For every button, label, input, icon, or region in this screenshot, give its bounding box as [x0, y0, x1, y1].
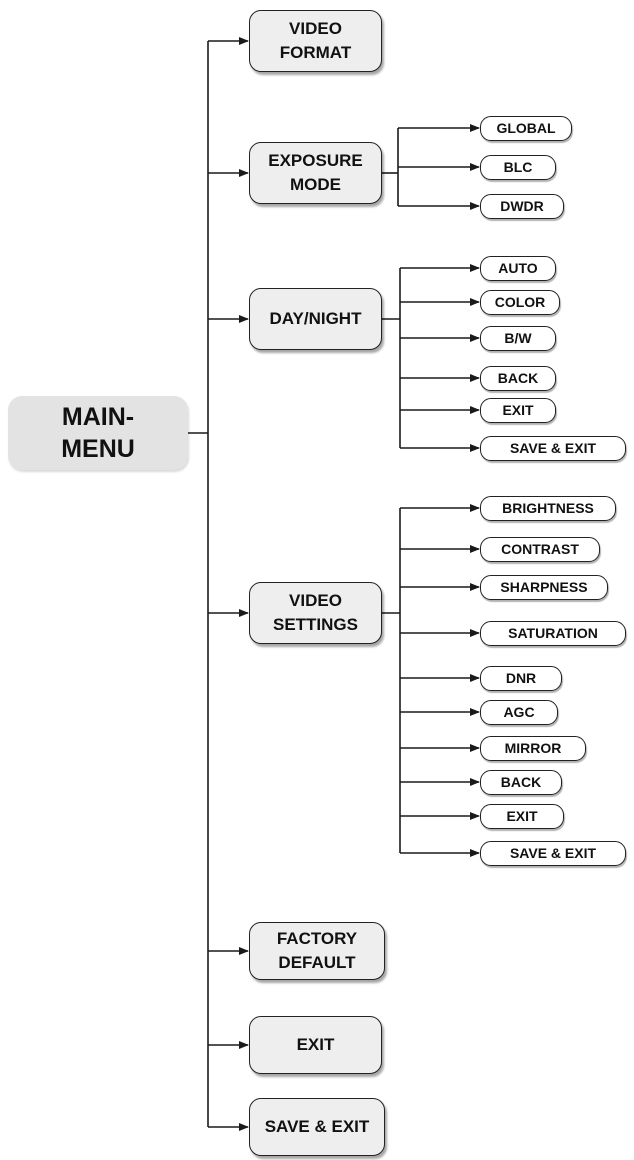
submenu-video-settings-exit[interactable]: EXIT: [480, 803, 564, 829]
menu-node-video-settings[interactable]: VIDEO SETTINGS: [249, 582, 382, 644]
menu-node-exit[interactable]: EXIT: [249, 1016, 382, 1074]
submenu-day-night-auto[interactable]: AUTO: [480, 255, 556, 281]
main-menu-root[interactable]: MAIN- MENU: [8, 396, 188, 470]
menu-node-factory-default[interactable]: FACTORY DEFAULT: [249, 922, 385, 980]
submenu-exposure-mode-blc[interactable]: BLC: [480, 154, 556, 180]
submenu-day-night-save-and-exit[interactable]: SAVE & EXIT: [480, 435, 626, 461]
submenu-video-settings-contrast[interactable]: CONTRAST: [480, 536, 600, 562]
submenu-exposure-mode-dwdr[interactable]: DWDR: [480, 193, 564, 219]
submenu-day-night-back[interactable]: BACK: [480, 365, 556, 391]
submenu-video-settings-agc[interactable]: AGC: [480, 699, 558, 725]
submenu-video-settings-mirror[interactable]: MIRROR: [480, 735, 586, 761]
menu-node-day-night[interactable]: DAY/NIGHT: [249, 288, 382, 350]
submenu-video-settings-brightness[interactable]: BRIGHTNESS: [480, 495, 616, 521]
connector-lines: [188, 37, 480, 1131]
submenu-video-settings-dnr[interactable]: DNR: [480, 665, 562, 691]
submenu-video-settings-sharpness[interactable]: SHARPNESS: [480, 574, 608, 600]
submenu-day-night-color[interactable]: COLOR: [480, 289, 560, 315]
submenu-day-night-b-w[interactable]: B/W: [480, 325, 556, 351]
submenu-exposure-mode-global[interactable]: GLOBAL: [480, 115, 572, 141]
menu-node-exposure-mode[interactable]: EXPOSURE MODE: [249, 142, 382, 204]
submenu-video-settings-back[interactable]: BACK: [480, 769, 562, 795]
submenu-day-night-exit[interactable]: EXIT: [480, 397, 556, 423]
submenu-video-settings-save-and-exit[interactable]: SAVE & EXIT: [480, 840, 626, 866]
submenu-video-settings-saturation[interactable]: SATURATION: [480, 620, 626, 646]
menu-node-video-format[interactable]: VIDEO FORMAT: [249, 10, 382, 72]
menu-node-save-exit[interactable]: SAVE & EXIT: [249, 1098, 385, 1156]
